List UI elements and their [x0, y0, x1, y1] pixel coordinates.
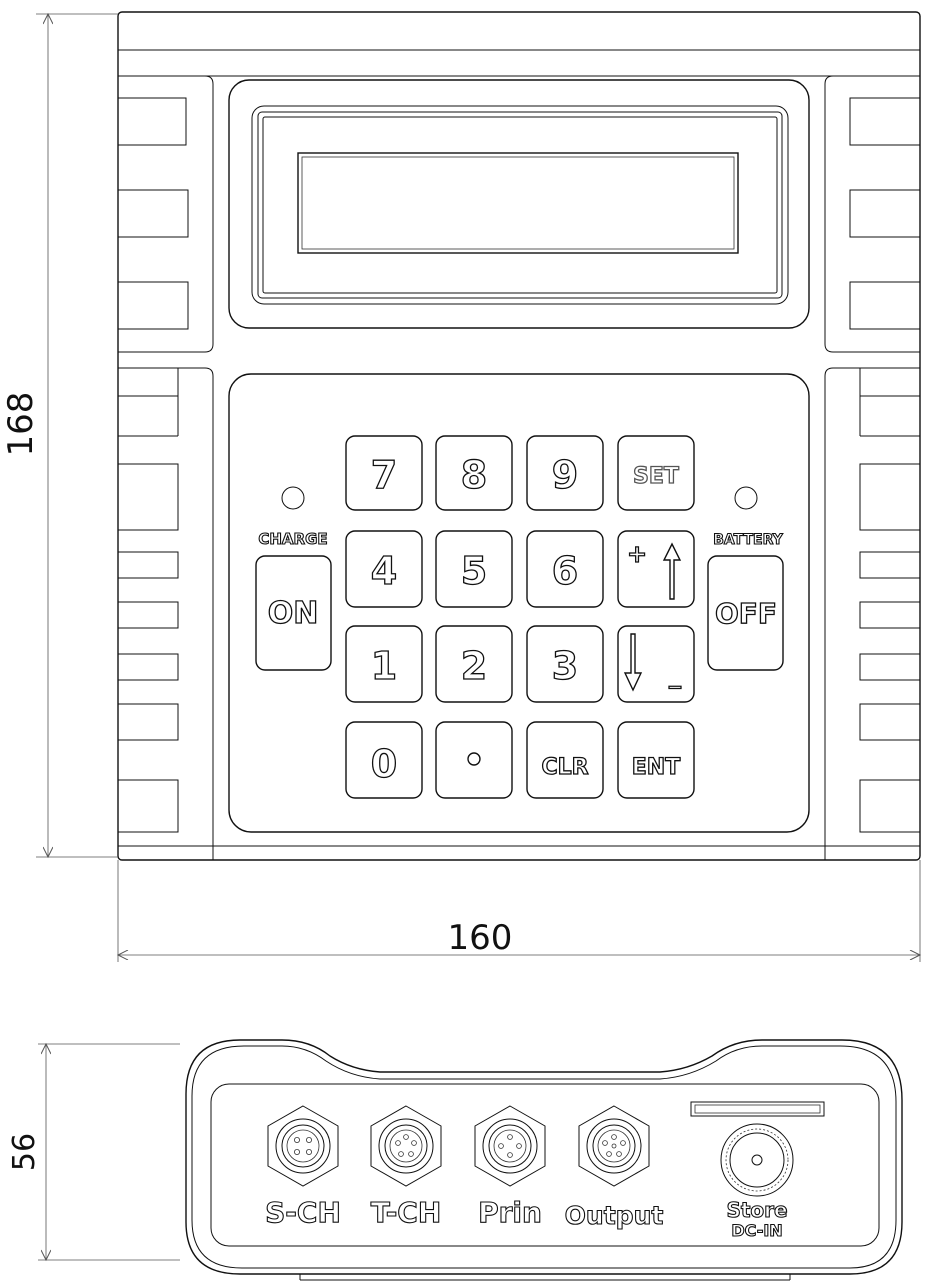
charge-led	[281, 486, 305, 510]
minus-sign: _	[669, 661, 681, 689]
svg-text:9: 9	[552, 453, 578, 497]
dc-label-bottom: DC-IN	[731, 1221, 782, 1240]
dimension-width-main: 160	[118, 860, 920, 962]
width-main-value: 160	[448, 918, 513, 958]
on-button[interactable]: ON	[255, 555, 332, 671]
svg-text:4: 4	[371, 549, 397, 593]
side-view	[185, 1039, 903, 1281]
keypad-membrane	[228, 373, 810, 833]
connector-label: S-CH	[265, 1196, 341, 1229]
svg-text:CLR: CLR	[541, 755, 588, 780]
left-upper-grip	[118, 75, 214, 353]
decimal-point-icon	[467, 752, 481, 766]
svg-text:3: 3	[552, 644, 578, 688]
dc-in-port[interactable]: Store DC-IN	[720, 1123, 794, 1241]
key-3[interactable]: 3	[526, 625, 604, 703]
svg-text:ENT: ENT	[632, 755, 680, 780]
battery-led	[734, 486, 758, 510]
connector-s-ch[interactable]: S-CH	[265, 1105, 341, 1230]
charge-label: CHARGE	[258, 530, 327, 548]
connector-label: T-CH	[371, 1196, 442, 1229]
lcd-screen	[297, 152, 739, 254]
arrow-up-icon	[662, 542, 682, 600]
svg-text:SET: SET	[633, 464, 679, 489]
key-2[interactable]: 2	[435, 625, 513, 703]
right-lower-grip	[824, 367, 920, 860]
display-bezel	[228, 79, 810, 329]
dimension-height-side: 56	[7, 1044, 180, 1260]
side-housing-outer	[185, 1039, 903, 1275]
connector-output[interactable]: Output	[564, 1105, 664, 1231]
housing-outline	[117, 11, 921, 861]
key-up-plus[interactable]: +	[617, 530, 695, 608]
left-lower-grip	[118, 367, 214, 860]
height-main-value: 168	[1, 392, 41, 457]
svg-text:6: 6	[552, 549, 578, 593]
key-1[interactable]: 1	[345, 625, 423, 703]
plus-sign: +	[627, 540, 647, 568]
key-down-minus[interactable]: _	[617, 625, 695, 703]
svg-text:8: 8	[461, 453, 487, 497]
card-slot	[690, 1101, 825, 1117]
key-set[interactable]: SET	[617, 435, 695, 511]
svg-text:0: 0	[371, 742, 397, 786]
svg-text:2: 2	[461, 644, 487, 688]
right-upper-grip	[824, 75, 920, 353]
connector-prin[interactable]: Prin	[474, 1105, 546, 1230]
svg-text:ON: ON	[268, 596, 319, 631]
key-5[interactable]: 5	[435, 530, 513, 608]
height-side-value: 56	[7, 1133, 42, 1171]
key-ent[interactable]: ENT	[617, 721, 695, 799]
svg-text:OFF: OFF	[715, 597, 777, 630]
connector-t-ch[interactable]: T-CH	[370, 1105, 442, 1230]
dimension-height-main: 168	[1, 14, 118, 857]
battery-label: BATTERY	[713, 532, 783, 548]
svg-text:5: 5	[461, 549, 487, 593]
key-8[interactable]: 8	[435, 435, 513, 511]
dc-label-top: Store	[726, 1198, 787, 1222]
key-9[interactable]: 9	[526, 435, 604, 511]
key-6[interactable]: 6	[526, 530, 604, 608]
svg-text:7: 7	[371, 453, 397, 497]
key-7[interactable]: 7	[345, 435, 423, 511]
connector-label: Prin	[478, 1196, 542, 1229]
display-frame	[251, 105, 789, 305]
connector-panel	[210, 1083, 880, 1247]
key-decimal[interactable]	[435, 721, 513, 799]
arrow-down-icon	[623, 633, 643, 692]
key-clr[interactable]: CLR	[526, 721, 604, 799]
off-button[interactable]: OFF	[707, 555, 784, 671]
front-view: CHARGE BATTERY ON OFF 7 8 9 SET 4 5 6 + …	[117, 11, 921, 861]
connector-label: Output	[565, 1201, 664, 1230]
key-0[interactable]: 0	[345, 721, 423, 799]
key-4[interactable]: 4	[345, 530, 423, 608]
svg-text:1: 1	[371, 644, 397, 688]
